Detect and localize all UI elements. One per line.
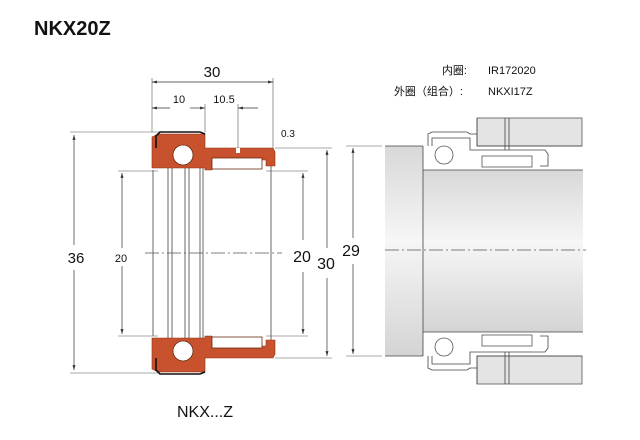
assembly-bearing-top xyxy=(427,131,549,168)
bottom-ring-section xyxy=(151,335,276,375)
dim-shaft: 29 xyxy=(342,243,360,260)
inner-ring-value: IR172020 xyxy=(488,65,536,77)
top-ring-section xyxy=(151,131,276,171)
assembly-view: 内圈: IR172020 外圈（组合）: NKXI17Z xyxy=(385,63,586,385)
dim-chamfer: 0.3 xyxy=(281,129,295,140)
dim-width-needle: 10.5 xyxy=(213,94,234,106)
dim-bore-right: 20 xyxy=(293,249,311,266)
assembly-bearing-bottom xyxy=(427,334,549,371)
inner-ring-label: 内圈: xyxy=(442,63,467,77)
dim-width-total: 30 xyxy=(204,64,221,81)
outer-ring-value: NKXI17Z xyxy=(488,86,533,98)
dim-bore-left: 20 xyxy=(115,253,127,265)
figure-caption: NKX...Z xyxy=(177,404,233,421)
dim-needle-outer: 30 xyxy=(317,256,335,273)
dim-width-ball: 10 xyxy=(173,94,185,106)
outer-ring-label: 外圈（组合）: xyxy=(394,84,463,98)
dim-outer-diameter: 36 xyxy=(68,250,85,267)
section-view: 30 10 10.5 0.3 36 20 20 30 29 xyxy=(68,64,382,375)
page-title: NKX20Z xyxy=(34,18,111,40)
